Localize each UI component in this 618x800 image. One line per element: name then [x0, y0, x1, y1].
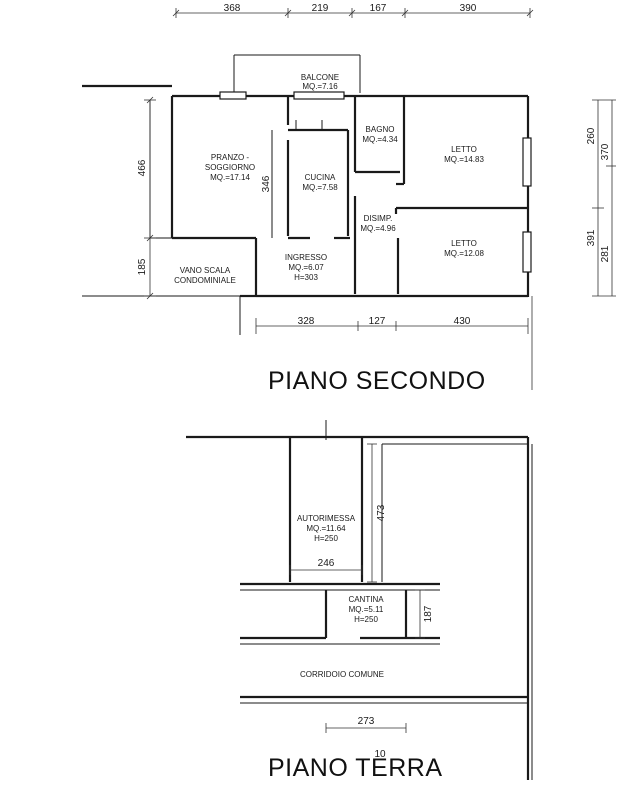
room-ingresso-name: INGRESSO: [285, 253, 327, 262]
dim-top-1: 368: [224, 3, 241, 14]
room-balcone-name: BALCONE: [301, 73, 339, 82]
outer-walls: [82, 84, 532, 335]
dim-bottom-1: 328: [298, 316, 315, 327]
room-autorimessa-height: H=250: [314, 534, 338, 543]
room-cantina-height: H=250: [354, 615, 378, 624]
room-cantina-area: MQ.=5.11: [349, 605, 384, 614]
right-dimension-line: [592, 99, 616, 297]
ground-floor-plan: 473 246 187 273 AUTORIMESSA MQ.=11.64 H=…: [186, 420, 533, 782]
room-disimp-area: MQ.=4.96: [360, 224, 396, 233]
room-ingresso-height: H=303: [294, 273, 318, 282]
room-pranzo-name-2: SOGGIORNO: [205, 163, 255, 172]
dim-top-2: 219: [312, 3, 329, 14]
interior-walls: [271, 96, 528, 294]
dim-bottom-2: 127: [369, 316, 386, 327]
room-bagno-area: MQ.=4.34: [362, 135, 398, 144]
room-ingresso-area: MQ.=6.07: [288, 263, 324, 272]
room-bagno-name: BAGNO: [366, 125, 395, 134]
dim-ground-1: 473: [376, 504, 387, 521]
ground-floor-title: PIANO TERRA: [268, 754, 443, 782]
room-letto1-area: MQ.=14.83: [444, 155, 484, 164]
left-dimension-line: [144, 96, 156, 300]
room-autorimessa-name: AUTORIMESSA: [297, 514, 356, 523]
dim-ground-2: 246: [318, 558, 335, 569]
top-dimension-line: [172, 8, 534, 18]
room-letto2-name: LETTO: [451, 239, 477, 248]
dim-bottom-3: 430: [454, 316, 471, 327]
dim-top-3: 167: [370, 3, 387, 14]
room-letto1-name: LETTO: [451, 145, 477, 154]
second-floor-title: PIANO SECONDO: [268, 367, 486, 395]
room-vano-name-1: VANO SCALA: [180, 266, 231, 275]
dim-ground-3: 187: [423, 605, 434, 622]
room-disimp-name: DISIMP.: [364, 214, 393, 223]
bottom-dimension-line: [255, 318, 529, 334]
ground-dimension-lines: [289, 443, 425, 733]
page-number: 10: [374, 749, 386, 760]
dim-right-1: 260: [586, 127, 597, 144]
ground-walls: [186, 420, 533, 780]
dim-left-1: 466: [137, 159, 148, 176]
dim-right-2: 370: [600, 143, 611, 160]
room-balcone-area: MQ.=7.16: [302, 82, 338, 91]
room-vano-name-2: CONDOMINIALE: [174, 276, 236, 285]
dim-inner: 346: [261, 175, 272, 192]
dim-right-4: 281: [600, 245, 611, 262]
dim-top-4: 390: [460, 3, 477, 14]
balcony-outline: [233, 54, 361, 93]
room-cucina-name: CUCINA: [305, 173, 336, 182]
room-autorimessa-area: MQ.=11.64: [306, 524, 346, 533]
dim-right-3: 391: [586, 229, 597, 246]
room-pranzo-area: MQ.=17.14: [210, 173, 250, 182]
room-letto2-area: MQ.=12.08: [444, 249, 484, 258]
corridoio-label: CORRIDOIO COMUNE: [300, 670, 384, 679]
dim-ground-4: 273: [358, 716, 375, 727]
dim-left-2: 185: [137, 258, 148, 275]
room-cucina-area: MQ.=7.58: [302, 183, 338, 192]
room-pranzo-name-1: PRANZO -: [211, 153, 250, 162]
second-floor-plan: 368 219 167 390: [82, 3, 616, 395]
room-cantina-name: CANTINA: [348, 595, 384, 604]
